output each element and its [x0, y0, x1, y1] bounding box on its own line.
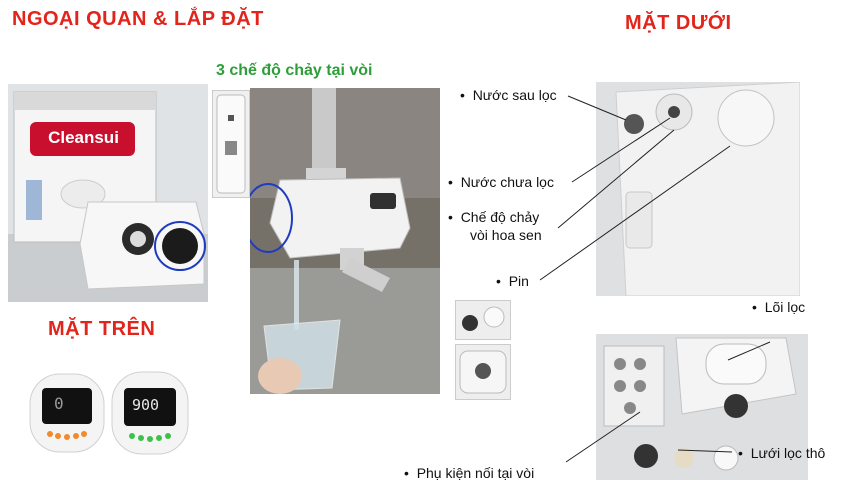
- title-bottom-side: MẶT DƯỚI: [625, 12, 732, 34]
- label-cartridge: • Lõi lọc: [752, 298, 805, 316]
- label-shower-mode-line1: Chế độ chảy: [460, 209, 540, 225]
- label-shower-mode-line2: vòi hoa sen: [470, 227, 542, 243]
- label-filtered-water-text: Nước sau lọc: [472, 87, 557, 103]
- label-unfiltered-water-text: Nước chưa lọc: [460, 174, 554, 190]
- label-shower-mode: • Chế độ chảy vòi hoa sen: [448, 208, 542, 244]
- label-filtered-water: • Nước sau lọc: [460, 86, 557, 104]
- product-box-photo: Cleansui: [8, 84, 208, 302]
- title-exterior-install: NGOẠI QUAN & LẮP ĐẶT: [12, 8, 264, 30]
- bullet: •: [496, 273, 501, 289]
- faucet-install-photo: [250, 88, 440, 394]
- top-display-left-value: 0: [54, 394, 64, 413]
- title-flow-modes: 3 chế độ chảy tại vòi: [216, 62, 373, 79]
- bullet: •: [738, 445, 743, 461]
- flow-mode-thumbnail: [212, 90, 250, 198]
- top-display-off: 0: [28, 370, 106, 456]
- bullet: •: [460, 87, 465, 103]
- label-coarse-mesh-text: Lưới lọc thô: [750, 445, 826, 461]
- bullet: •: [448, 174, 453, 190]
- label-coarse-mesh: • Lưới lọc thô: [738, 444, 825, 462]
- bottom-side-photo: [596, 82, 800, 296]
- label-faucet-adapters: • Phụ kiện nối tại vòi: [404, 464, 534, 482]
- top-display-right-value: 900: [132, 396, 160, 414]
- label-faucet-adapters-text: Phụ kiện nối tại vòi: [416, 465, 535, 481]
- parts-photo: [596, 334, 808, 480]
- bullet: •: [404, 465, 409, 481]
- top-display-on: 900: [110, 368, 190, 458]
- title-top-side: MẶT TRÊN: [48, 318, 156, 340]
- label-cartridge-text: Lõi lọc: [764, 299, 806, 315]
- adapter-thumbnail-1: [455, 300, 511, 340]
- label-battery: • Pin: [496, 272, 529, 290]
- label-battery-text: Pin: [508, 273, 529, 289]
- bullet: •: [448, 209, 453, 225]
- box-brand-text: Cleansui: [48, 128, 119, 147]
- adapter-thumbnail-2: [455, 344, 511, 400]
- bullet: •: [752, 299, 757, 315]
- label-unfiltered-water: • Nước chưa lọc: [448, 173, 554, 191]
